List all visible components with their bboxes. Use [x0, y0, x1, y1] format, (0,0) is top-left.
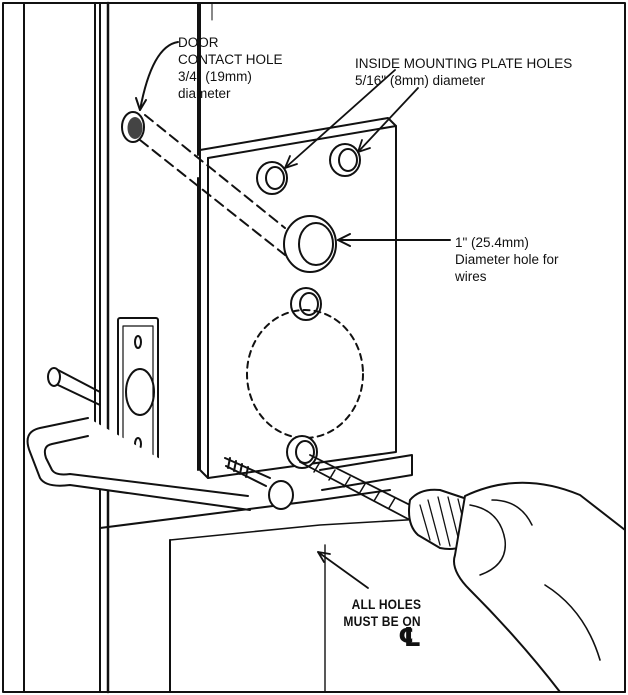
wire-hole-line-2: Diameter hole for — [455, 252, 559, 267]
drill-bit — [299, 454, 421, 521]
wire-hole-line-1: 1" (25.4mm) — [455, 235, 529, 250]
drill — [408, 481, 626, 693]
plate-hole-left — [256, 161, 288, 195]
plate-hole-right — [329, 143, 361, 177]
plate-holes-line-2: 5/16" (8mm) diameter — [355, 73, 486, 88]
u-bracket — [26, 417, 251, 511]
centerline-note: ALL HOLES MUST BE ON — [343, 596, 421, 630]
door-contact-line-1: DOOR — [178, 35, 219, 50]
plate-holes-line-1: INSIDE MOUNTING PLATE HOLES — [355, 56, 573, 71]
tension-pin-top — [47, 367, 101, 406]
door-contact-line-4: diameter — [178, 86, 231, 101]
cylinder-outline — [246, 309, 364, 439]
wire-hole-line-3: wires — [455, 269, 487, 284]
door-contact-hole-label: DOOR CONTACT HOLE 3/4" (19mm) diameter — [178, 34, 283, 102]
plate-hole-middle — [290, 287, 322, 321]
door-contact-line-2: CONTACT HOLE — [178, 52, 283, 67]
holes-note-line-2: MUST BE ON — [343, 613, 421, 629]
door-contact-line-3: 3/4" (19mm) — [178, 69, 252, 84]
centerline-symbol: ℄ — [398, 623, 422, 653]
screw-bottom — [224, 457, 294, 510]
plate-holes-label: INSIDE MOUNTING PLATE HOLES 5/16" (8mm) … — [355, 55, 572, 89]
holes-note-line-1: ALL HOLES — [351, 596, 422, 612]
wire-hole-label: 1" (25.4mm) Diameter hole for wires — [455, 234, 559, 285]
wire-hole — [283, 215, 337, 273]
plate-hole-bottom — [286, 435, 318, 469]
